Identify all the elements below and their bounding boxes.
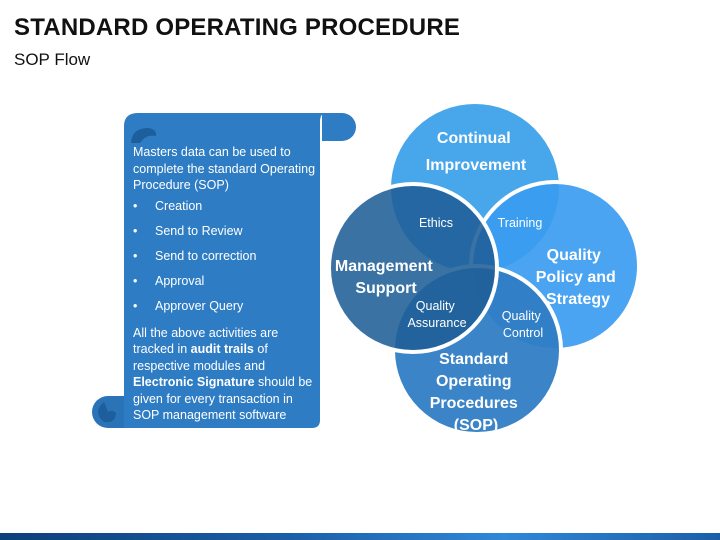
scroll-text: Masters data can be used to complete the… (133, 144, 319, 424)
list-item: Send to Review (133, 223, 319, 248)
scroll-top-curl (322, 113, 356, 141)
label-quality-assurance: Quality Assurance (407, 299, 466, 330)
list-item: Send to correction (133, 248, 319, 273)
label-management-support: Management Support (335, 258, 437, 297)
label-ethics: Ethics (419, 216, 453, 230)
page-title: STANDARD OPERATING PROCEDURE (14, 14, 461, 41)
label-quality-policy: Quality Policy and Strategy (536, 247, 620, 308)
list-item: Approval (133, 273, 319, 298)
label-sop: Standard Operating Procedures (SOP) (430, 351, 523, 434)
label-training: Training (498, 216, 543, 230)
scroll-top-left-curl (131, 128, 157, 143)
scroll-outro: All the above activities are tracked in … (133, 325, 313, 423)
scroll-intro: Masters data can be used to complete the… (133, 145, 316, 192)
label-continual-improvement: Continual Improvement (426, 130, 527, 174)
list-item: Approver Query (133, 298, 319, 323)
list-item: Creation (133, 198, 319, 223)
circle-management-support (327, 182, 499, 354)
label-quality-control: Quality Control (502, 309, 544, 340)
activity-list: Creation Send to Review Send to correcti… (133, 198, 319, 323)
page-subtitle: SOP Flow (14, 50, 91, 69)
footer-bar (0, 533, 720, 540)
